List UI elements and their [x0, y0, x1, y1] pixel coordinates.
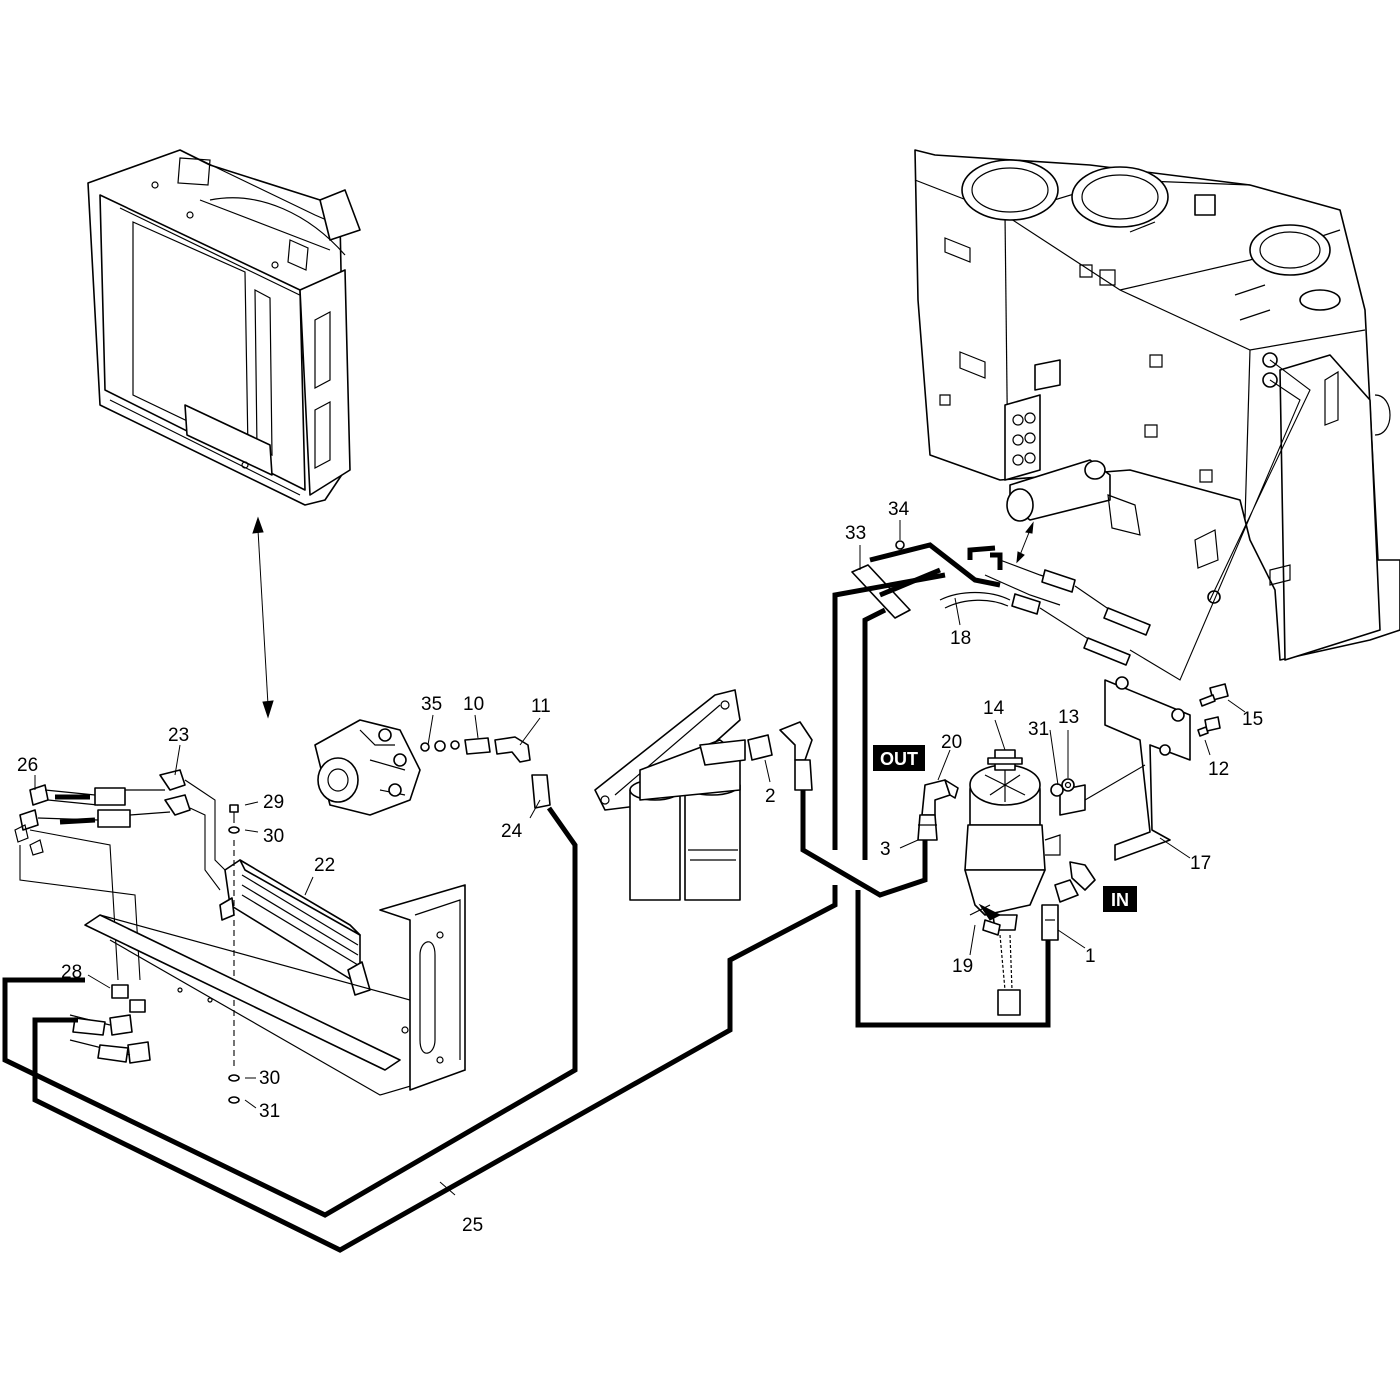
callout-19: 19 — [952, 956, 973, 977]
callout-14: 14 — [983, 698, 1005, 719]
callout-31-right: 31 — [1028, 719, 1049, 740]
callout-13: 13 — [1058, 707, 1079, 728]
radiator-assembly — [87, 149, 361, 506]
oil-cooler-22 — [219, 859, 371, 996]
cooler-fittings-28 — [69, 984, 151, 1064]
callout-3: 3 — [880, 839, 891, 860]
bolt-15 — [1199, 683, 1229, 707]
callout-15: 15 — [1242, 709, 1263, 730]
hose-end-1 — [1041, 904, 1059, 941]
callout-20: 20 — [941, 732, 962, 753]
chassis-frame — [914, 149, 1400, 681]
callout-26: 26 — [17, 755, 38, 776]
svg-text:IN: IN — [1111, 890, 1129, 910]
elbow-hose-right — [779, 721, 813, 791]
callout-24: 24 — [501, 821, 523, 842]
callout-30-bottom: 30 — [259, 1068, 280, 1089]
fuel-hose-25 — [2, 542, 1051, 1253]
frame-rail — [84, 884, 467, 1096]
callout-29: 29 — [263, 792, 284, 813]
callout-2: 2 — [765, 786, 776, 807]
fuel-filter-assembly — [594, 689, 746, 901]
bolt-29-washers — [228, 804, 240, 1104]
callout-31-bottom: 31 — [259, 1101, 280, 1122]
water-separator-14 — [964, 749, 1061, 1016]
callout-23: 23 — [168, 725, 189, 746]
callout-18: 18 — [950, 628, 971, 649]
nut-13 — [1061, 778, 1075, 792]
washer-31-right — [1050, 783, 1064, 797]
banjo-fitting-chain — [420, 736, 531, 763]
callout-11: 11 — [531, 696, 551, 717]
callout-25: 25 — [462, 1215, 483, 1236]
out-tag: OUT — [873, 745, 925, 771]
callout-34: 34 — [888, 499, 910, 520]
callout-22: 22 — [314, 855, 335, 876]
callout-28: 28 — [61, 962, 82, 983]
callout-17: 17 — [1190, 853, 1211, 874]
callout-12: 12 — [1208, 759, 1229, 780]
callout-30-top: 30 — [263, 826, 284, 847]
callout-1: 1 — [1085, 946, 1096, 967]
injection-pump — [314, 719, 421, 816]
connection-arrow — [252, 516, 274, 719]
tank-hose-fittings — [939, 521, 1151, 666]
bolt-12 — [1197, 716, 1221, 737]
cooler-hose-pair — [14, 769, 226, 981]
bracket-17 — [1059, 676, 1191, 861]
support-clip-33 — [851, 540, 911, 619]
hose-end-3 — [917, 814, 938, 841]
callout-33: 33 — [845, 523, 866, 544]
inlet-elbow — [1054, 861, 1096, 903]
in-tag: IN — [1103, 886, 1137, 912]
callout-10: 10 — [463, 694, 484, 715]
elbow-fitting-20 — [921, 779, 959, 816]
svg-text:OUT: OUT — [880, 749, 918, 769]
drain-valve-19 — [969, 904, 1001, 936]
leader-lines — [34, 520, 1246, 1196]
fitting-2 — [747, 734, 773, 761]
callout-labels: 1 2 3 10 11 12 13 14 15 17 18 19 20 22 2… — [17, 499, 1263, 1236]
hose-end-24 — [531, 774, 551, 809]
callout-35: 35 — [421, 694, 442, 715]
